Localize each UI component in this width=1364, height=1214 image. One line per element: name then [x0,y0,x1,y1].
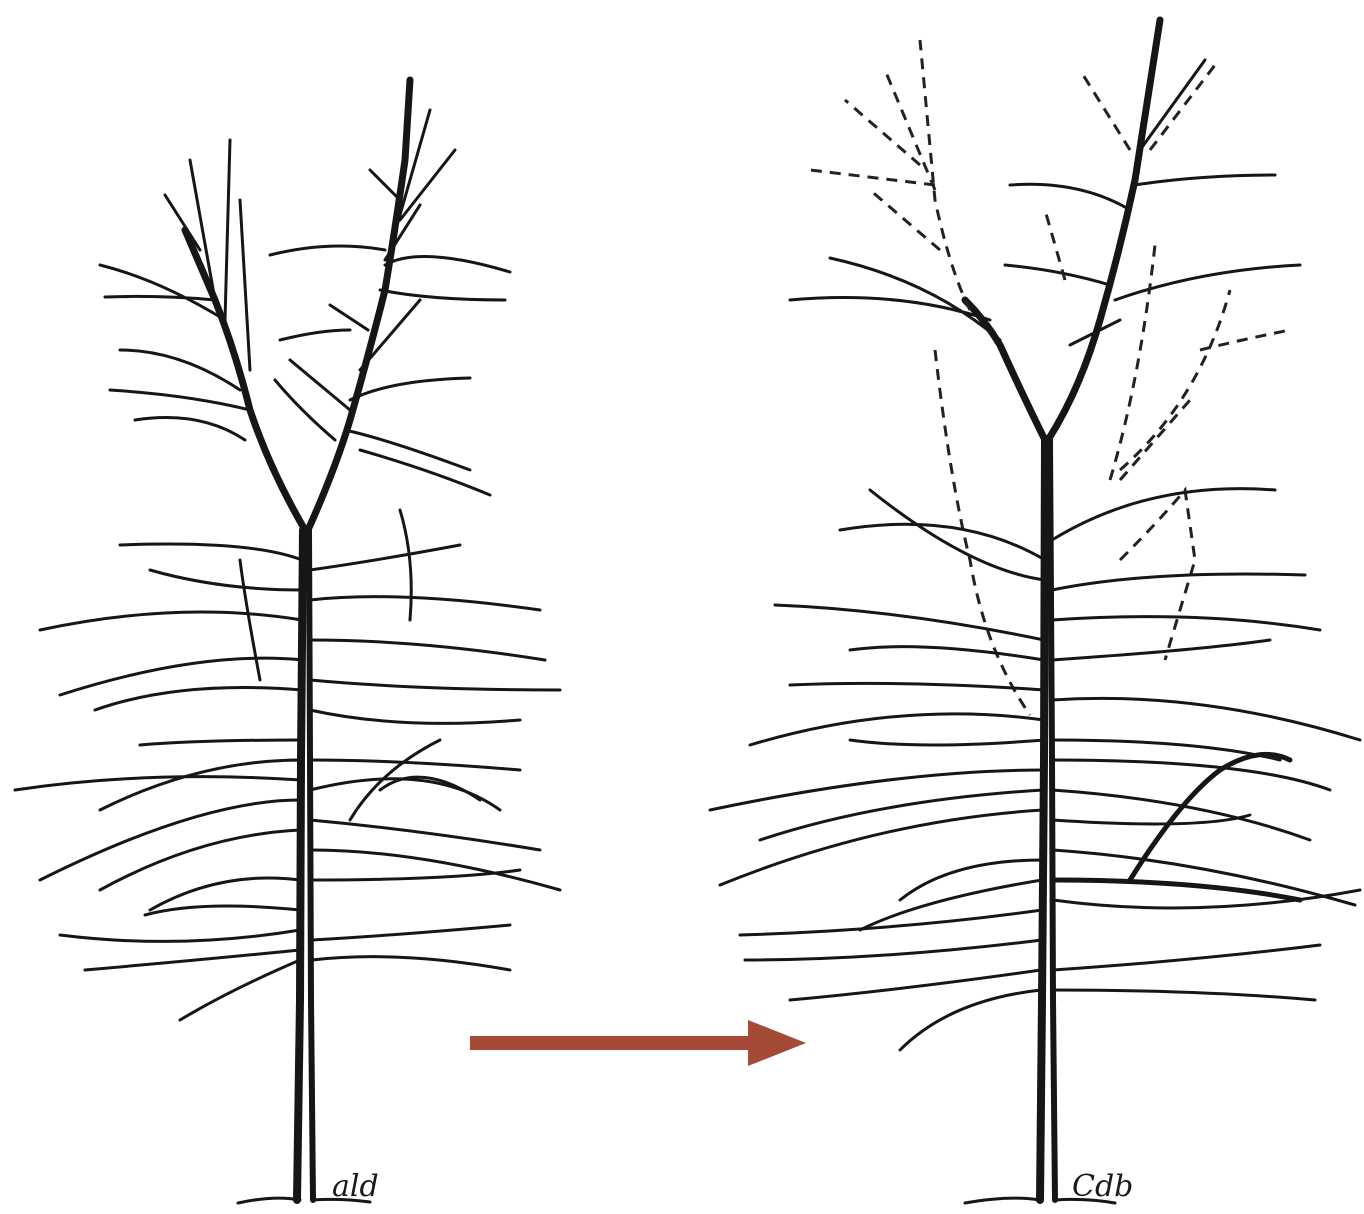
left-trunk [238,530,370,1203]
right-arrow-icon [470,1020,806,1066]
right-signature: Cdb [1072,1169,1133,1204]
left-branches [15,246,560,1020]
left-tree: ald [15,80,560,1204]
right-tree: Cdb [710,20,1360,1204]
left-leaders [165,80,455,530]
right-branches [710,489,1360,1050]
left-signature: ald [332,1169,379,1204]
right-leaders [790,20,1300,440]
